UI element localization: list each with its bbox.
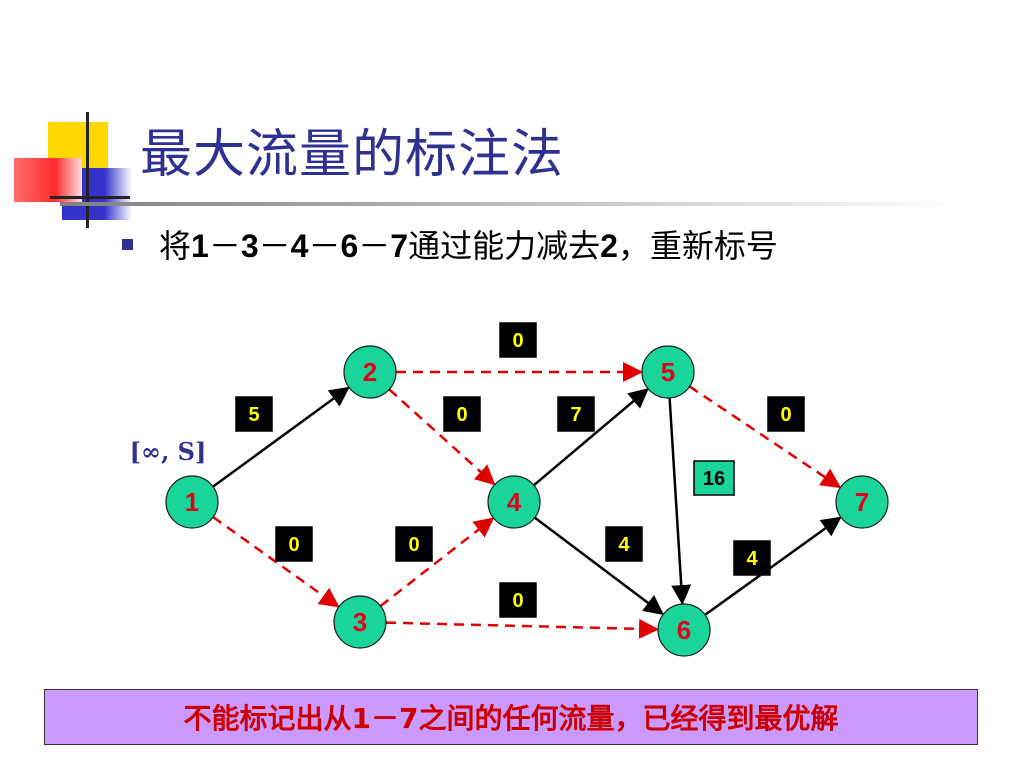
text-segment: － (208, 227, 241, 265)
capacity-box-3-4 (395, 526, 433, 562)
capacity-label-1-2: 5 (248, 404, 259, 426)
deco-horizontal-line (50, 196, 130, 199)
capacity-label-3-4: 0 (408, 534, 419, 556)
node-label-2: 2 (363, 357, 377, 387)
capacity-box-4-6 (605, 526, 643, 562)
edge-1-2 (212, 386, 350, 488)
square-bullet-icon (122, 238, 133, 250)
edge-6-7 (704, 516, 842, 616)
deco-vertical-line (86, 112, 89, 228)
text-segment: － (370, 702, 399, 735)
capacity-box-4-5 (557, 396, 595, 432)
page-title: 最大流量的标注法 (140, 125, 565, 185)
text-segment: － (258, 227, 291, 265)
capacity-label-layer: 5 0 0 0 0 0 7 4 16 0 4 (235, 322, 805, 618)
source-node-label: [∞, S] (130, 437, 207, 466)
node-label-4: 4 (507, 487, 522, 517)
text-segment: 不能标记出从 (183, 702, 352, 735)
node-label-1: 1 (185, 487, 199, 517)
edge-4-5 (533, 388, 649, 487)
edge-5-7 (688, 385, 842, 489)
edge-4-6 (534, 516, 665, 615)
node-layer: 1 2 3 4 5 6 7 (165, 345, 889, 657)
node-2 (343, 345, 397, 399)
text-segment: 4 (290, 228, 309, 264)
text-segment: － (358, 227, 391, 265)
node-label-5: 5 (661, 357, 675, 387)
capacity-label-4-5: 7 (570, 404, 581, 426)
bullet-row: 将1－3－4－6－7通过能力减去2，重新标号 (122, 222, 778, 266)
text-segment: 3 (240, 228, 259, 264)
text-segment: 通过能力减去 (408, 227, 601, 265)
edge-3-6 (385, 618, 660, 639)
capacity-label-5-7: 0 (780, 404, 791, 426)
capacity-label-1-3: 0 (288, 534, 299, 556)
deco-red-square (14, 158, 82, 202)
capacity-box-2-4 (443, 396, 481, 432)
node-4 (487, 475, 541, 529)
text-segment: ，重新标号 (617, 227, 778, 265)
capacity-label-3-6: 0 (512, 590, 523, 612)
node-3 (333, 595, 387, 649)
capacity-label-4-6: 4 (618, 534, 630, 556)
capacity-label-5-6: 16 (703, 468, 725, 490)
text-segment: 7 (390, 228, 409, 264)
capacity-box-1-3 (275, 526, 313, 562)
node-7 (835, 475, 889, 529)
text-segment: 6 (340, 228, 359, 264)
node-label-6: 6 (677, 615, 691, 645)
text-segment: 7 (399, 702, 419, 735)
capacity-box-1-2 (235, 396, 273, 432)
text-segment: － (308, 227, 341, 265)
bullet-text: 将1－3－4－6－7通过能力减去2，重新标号 (159, 221, 778, 267)
node-1 (165, 475, 219, 529)
capacity-box-2-5 (499, 322, 537, 358)
text-segment: 1 (351, 702, 371, 735)
capacity-box-3-6 (499, 582, 537, 618)
text-segment: 将 (159, 227, 192, 265)
capacity-box-5-6 (693, 460, 735, 496)
node-5 (641, 345, 695, 399)
edge-3-4 (379, 517, 495, 608)
node-label-7: 7 (855, 487, 869, 517)
capacity-label-2-5: 0 (512, 330, 523, 352)
edge-2-4 (388, 388, 496, 486)
text-segment: 2 (600, 228, 618, 264)
node-label-3: 3 (353, 607, 367, 637)
title-underline (60, 202, 960, 206)
capacity-box-5-7 (767, 396, 805, 432)
edge-5-6 (668, 397, 692, 606)
conclusion-box: 不能标记出从1－7之间的任何流量，已经得到最优解 (44, 689, 978, 745)
text-segment: 1 (191, 228, 209, 264)
capacity-label-2-4: 0 (456, 404, 467, 426)
text-segment: 之间的任何流量，已经得到最优解 (418, 702, 839, 735)
node-6 (657, 603, 711, 657)
capacity-box-6-7 (733, 540, 771, 576)
capacity-label-6-7: 4 (746, 548, 758, 570)
conclusion-text: 不能标记出从1－7之间的任何流量，已经得到最优解 (183, 697, 838, 737)
